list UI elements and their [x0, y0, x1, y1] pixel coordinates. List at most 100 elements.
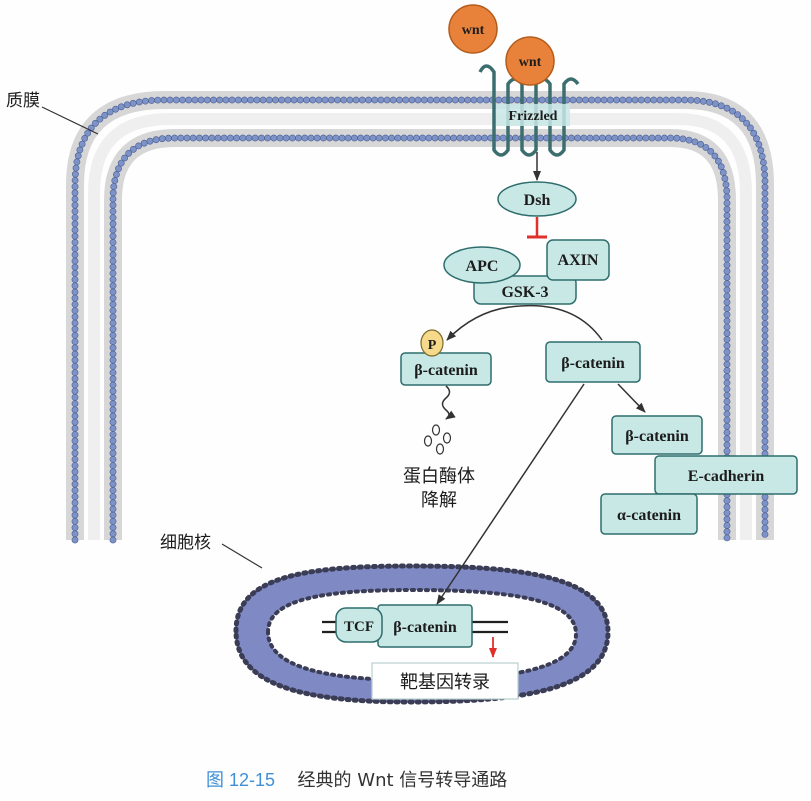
phospholipid-head: [723, 329, 731, 337]
figure-title: 经典的 Wnt 信号转导通路: [298, 770, 508, 791]
phospholipid-head: [761, 295, 769, 303]
phospholipid-head: [755, 141, 763, 148]
free-beta-catenin: β-catenin: [545, 341, 641, 383]
phospholipid-head: [761, 338, 769, 346]
phospholipid-head: [365, 96, 372, 104]
phospholipid-head: [396, 96, 403, 104]
phospholipid-head: [140, 139, 148, 147]
phospholipid-head: [109, 443, 117, 451]
phospholipid-head: [431, 134, 439, 142]
phospholipid-head: [722, 181, 730, 188]
phospholipid-head: [210, 96, 217, 104]
phospholipid-head: [189, 134, 197, 142]
phospholipid-head: [761, 506, 769, 513]
wnt-ligand-1: wnt: [448, 4, 498, 54]
phospholipid-head: [723, 298, 731, 306]
phospholipid-head: [109, 245, 117, 252]
phospholipid-head: [761, 301, 769, 309]
phospholipid-head: [538, 96, 546, 104]
fragment: [431, 424, 441, 436]
phospholipid-head: [760, 165, 768, 172]
phospholipid-head: [702, 144, 710, 151]
phospholipid-head: [296, 96, 304, 104]
phospholipid-head: [693, 97, 701, 104]
phospholipid-head: [117, 103, 125, 111]
phospholipid-head: [197, 96, 205, 104]
phospholipid-head: [71, 356, 79, 364]
phospholipid-head: [723, 435, 731, 443]
phospholipid-head: [111, 177, 119, 184]
phospholipid-head: [606, 96, 614, 104]
phospholipid-head: [117, 159, 125, 167]
phospholipid-head: [642, 134, 650, 142]
phosphate-label: P: [428, 338, 437, 353]
phospholipid-head: [619, 96, 627, 104]
phospholipid-head: [761, 233, 769, 241]
phospholipid-head: [340, 96, 348, 104]
phospholipid-head: [109, 195, 117, 203]
phospholipid-head: [381, 134, 389, 142]
phospholipid-head: [464, 96, 472, 104]
phospholipid-head: [71, 369, 79, 376]
phospholipid-head: [109, 400, 117, 407]
phospholipid-head: [109, 307, 117, 314]
phospholipid-head: [551, 96, 558, 104]
free-beta-catenin-label: β-catenin: [561, 355, 625, 372]
phospholipid-head: [723, 385, 731, 393]
phospholipid-head: [761, 307, 769, 315]
phospholipid-head: [761, 394, 769, 402]
phospholipid-head: [568, 134, 575, 142]
phospholipid-head: [723, 187, 731, 195]
phospholipid-head: [761, 270, 769, 278]
phospholipid-head: [723, 416, 731, 424]
phospholipid-head: [109, 263, 117, 271]
phospholipid-head: [71, 393, 79, 401]
phospholipid-head: [723, 261, 731, 269]
phospholipid-head: [761, 344, 769, 352]
tcf-label: TCF: [344, 619, 374, 635]
phospholipid-head: [761, 413, 769, 420]
phospholipid-head: [71, 300, 79, 308]
phospholipid-head: [251, 134, 259, 142]
fragment: [442, 432, 452, 444]
phospholipid-head: [761, 375, 769, 383]
phospholipid-head: [406, 134, 414, 142]
phospholipid-head: [171, 134, 178, 142]
phospholipid-head: [71, 412, 79, 420]
phospholipid-head: [761, 357, 769, 365]
phospholipid-head: [109, 276, 117, 283]
phospholipid-head: [96, 115, 104, 123]
phospholipid-head: [451, 96, 459, 104]
phospholipid-head: [723, 218, 731, 226]
phospholipid-head: [377, 96, 385, 104]
phospholipid-head: [734, 111, 741, 118]
phospholipid-head: [729, 107, 736, 115]
phospholipid-head: [78, 140, 86, 148]
phospholipid-head: [71, 325, 79, 333]
phospholipid-head: [761, 363, 769, 371]
phospholipid-head: [575, 96, 583, 104]
phospholipid-head: [166, 96, 174, 104]
phospholipid-head: [71, 437, 79, 445]
phospholipid-head: [723, 379, 731, 387]
phospholipid-head: [761, 239, 769, 247]
nucleus-pointer: [221, 543, 263, 569]
dsh-label: Dsh: [524, 192, 551, 209]
phospholipid-head: [650, 96, 658, 104]
phospholipid-head: [445, 96, 453, 104]
phospholipid-head: [668, 96, 676, 104]
phospholipid-head: [375, 134, 383, 142]
phospholipid-head: [71, 443, 79, 451]
phospholipid-head: [71, 474, 79, 482]
phospholipid-head: [719, 169, 727, 176]
phospholipid-head: [109, 462, 117, 469]
phospholipid-head: [146, 137, 154, 145]
phospholipid-head: [71, 431, 79, 438]
frizzled-label-bg: [496, 104, 570, 126]
e-cadherin-label: E-cadherin: [688, 468, 765, 485]
phospholipid-head: [761, 531, 769, 538]
phospholipid-head: [72, 164, 80, 172]
phospholipid-head: [456, 134, 464, 142]
phospholipid-head: [73, 158, 81, 166]
phospholipid-head: [499, 134, 507, 142]
